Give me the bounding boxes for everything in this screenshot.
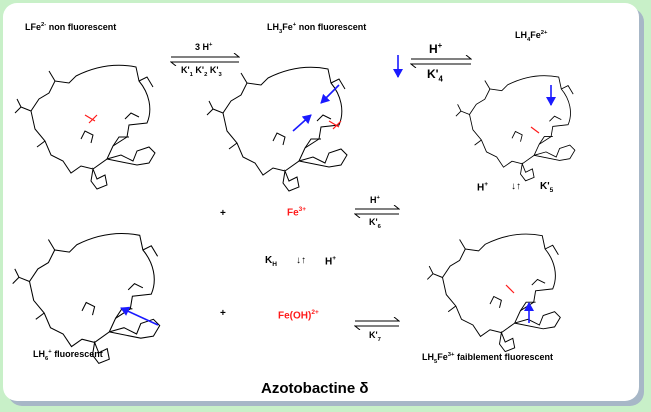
blue-arrow [320, 84, 340, 104]
label-lh4fe: LH4Fe2+ [515, 30, 548, 43]
label-lh3fe: LH3Fe+ non fluorescent [267, 22, 367, 35]
equilibrium-arrows [171, 57, 471, 326]
molecule-lh6 [12, 232, 161, 364]
arrow-4-top-label: H+ [370, 195, 380, 205]
reagent-fe3: Fe3+ [287, 206, 307, 219]
label-lh5fe: LH5Fe3+ faiblement fluorescent [422, 352, 553, 365]
arrow-5-right-label: H+ [325, 255, 337, 268]
plus-sign-top: + [220, 208, 226, 219]
reagent-feoh: Fe(OH)2+ [278, 309, 319, 322]
blue-arrow [120, 306, 159, 326]
molecule-lh3fe [206, 66, 348, 192]
label-lfe: LFe2- non fluorescent [25, 22, 117, 32]
blue-arrows [120, 55, 556, 326]
arrow-3-glyph: ↓↑ [511, 181, 521, 192]
scheme-panel: LFe2- non fluorescent LH3Fe+ non fluores… [3, 3, 639, 401]
molecule-lh4fe [455, 75, 576, 182]
caption: Azotobactine δ [261, 380, 369, 397]
arrow-3-left-label: H+ [477, 181, 489, 194]
arrow-1-bottom-label: K'1 K'2 K'3 [181, 65, 222, 78]
arrow-1-top-label: 3 H+ [195, 42, 213, 52]
arrow-6-bottom-label: K'7 [369, 330, 381, 343]
arrow-3-right-label: K'5 [540, 181, 554, 194]
arrow-2-top-label: H+ [429, 41, 443, 56]
arrow-2-bottom-label: K'4 [427, 67, 443, 84]
label-lh6: LH6+ fluorescent [33, 349, 103, 362]
molecule-lfe [14, 64, 156, 190]
reaction-scheme-drawing [12, 3, 576, 364]
iron-center-marks [84, 114, 540, 294]
molecule-lh5fe [426, 233, 561, 353]
plus-sign-bottom: + [220, 308, 226, 319]
arrow-4-bottom-label: K'6 [369, 217, 381, 230]
arrow-5-glyph: ↓↑ [296, 255, 306, 266]
blue-arrow [292, 114, 312, 132]
arrow-5-left-label: KH [265, 255, 277, 268]
